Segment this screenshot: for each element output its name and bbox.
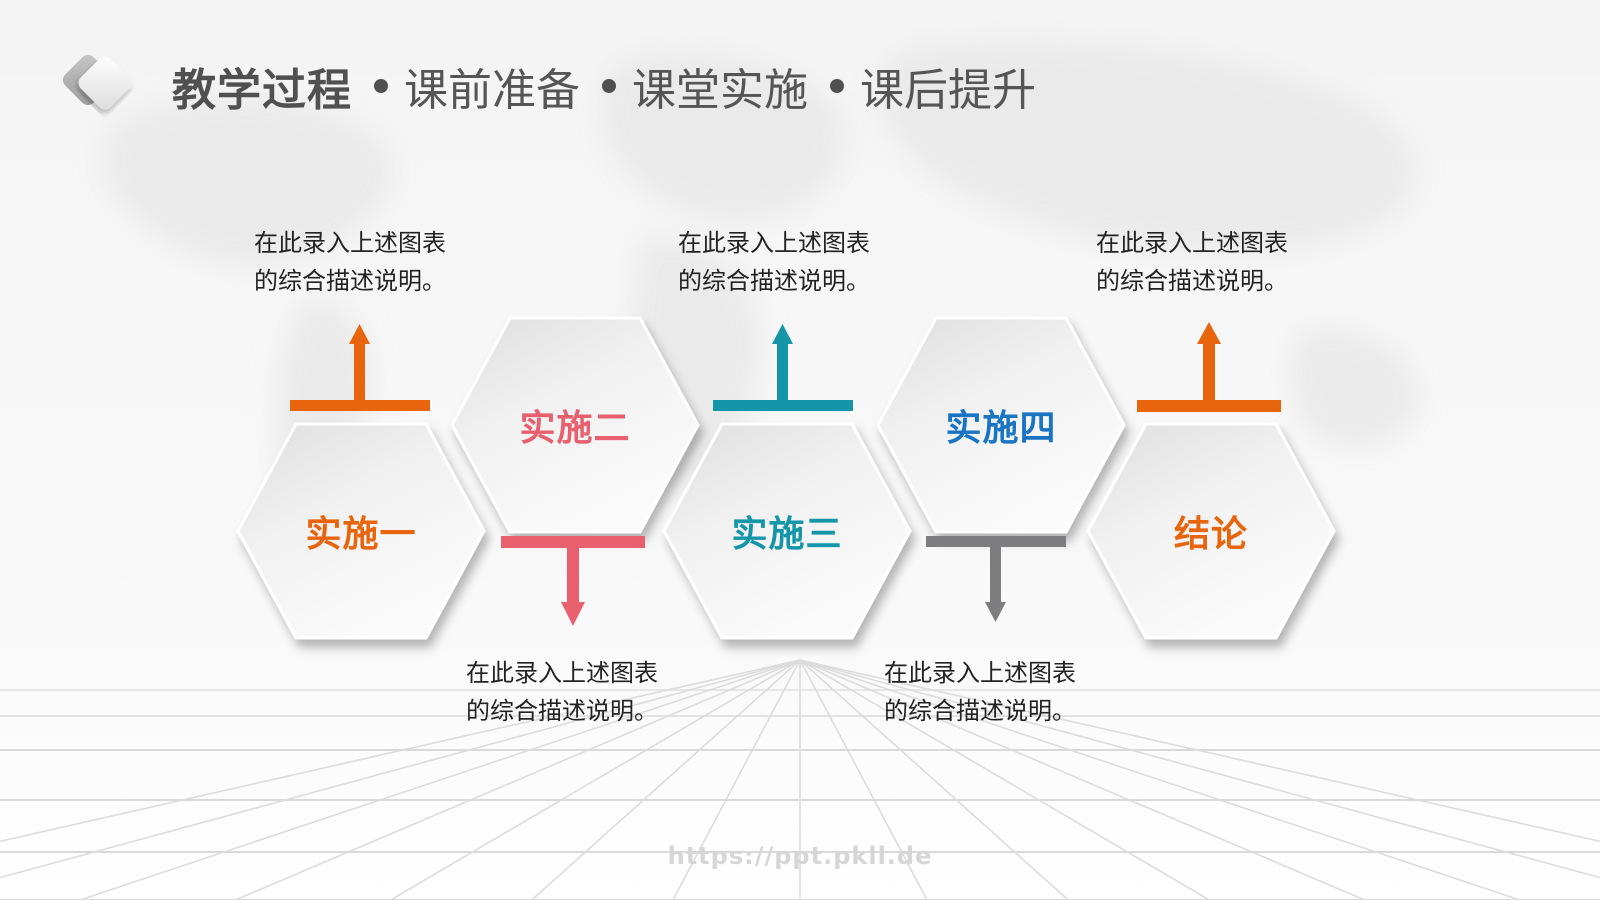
description-line: 的综合描述说明。 — [884, 697, 1076, 725]
hexagon-step-4: 实施四 — [876, 316, 1126, 534]
description-line: 在此录入上述图表 — [254, 229, 446, 257]
logo-diamond-icon — [63, 55, 132, 110]
description-step-4: 在此录入上述图表 的综合描述说明。 — [884, 654, 1076, 730]
description-line: 在此录入上述图表 — [884, 659, 1076, 687]
title-bar: 教学过程 课前准备 课堂实施 课后提升 — [172, 56, 1036, 116]
description-line: 的综合描述说明。 — [254, 267, 446, 295]
hexagon-step-conclusion: 结论 — [1086, 422, 1336, 640]
description-line: 在此录入上述图表 — [1096, 229, 1288, 257]
bullet-dot-icon — [830, 79, 844, 93]
hexagon-step-3: 实施三 — [662, 422, 912, 640]
section-label-prep: 课前准备 — [404, 65, 580, 116]
arrow-up-icon — [713, 324, 853, 411]
step-label: 实施一 — [305, 514, 417, 555]
step-label: 结论 — [1173, 514, 1248, 555]
hexagon-step-1: 实施一 — [236, 422, 486, 640]
page-title: 教学过程 — [172, 65, 352, 116]
section-label-after: 课后提升 — [860, 65, 1036, 116]
watermark: https://ppt.pkll.de — [667, 842, 933, 870]
arrow-down-icon — [926, 536, 1066, 622]
description-line: 的综合描述说明。 — [1096, 267, 1288, 295]
arrow-up-icon — [290, 324, 430, 411]
description-step-3: 在此录入上述图表 的综合描述说明。 — [678, 224, 870, 300]
step-label: 实施四 — [945, 408, 1057, 449]
description-step-conclusion: 在此录入上述图表 的综合描述说明。 — [1096, 224, 1288, 300]
description-step-1: 在此录入上述图表 的综合描述说明。 — [254, 224, 446, 300]
description-line: 在此录入上述图表 — [466, 659, 658, 687]
description-line: 在此录入上述图表 — [678, 229, 870, 257]
step-label: 实施二 — [519, 408, 631, 449]
description-line: 的综合描述说明。 — [678, 267, 870, 295]
arrow-down-icon — [501, 536, 645, 626]
description-line: 的综合描述说明。 — [466, 697, 658, 725]
section-label-class: 课堂实施 — [632, 65, 808, 116]
description-step-2: 在此录入上述图表 的综合描述说明。 — [466, 654, 658, 730]
step-label: 实施三 — [731, 514, 843, 555]
arrow-up-icon — [1137, 322, 1281, 412]
bullet-dot-icon — [602, 79, 616, 93]
bullet-dot-icon — [374, 79, 388, 93]
hexagon-step-2: 实施二 — [450, 316, 700, 534]
